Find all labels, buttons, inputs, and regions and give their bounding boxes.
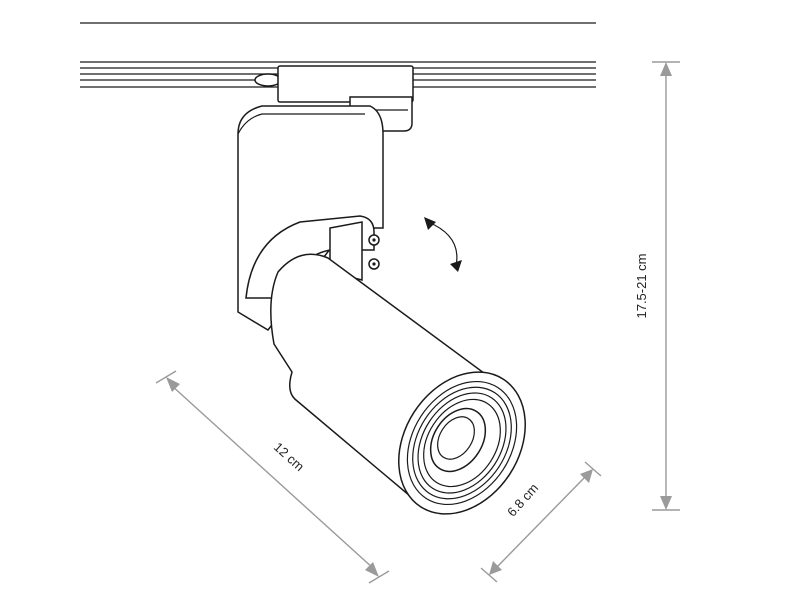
diameter-dimension-label: 6.8 cm: [504, 480, 541, 519]
spot-head: [270, 253, 526, 515]
rotation-arrow-icon: [424, 217, 462, 272]
diameter-dimension-line: [480, 461, 602, 583]
height-dimension-label: 17.5-21 cm: [634, 253, 649, 318]
length-dimension-label: 12 cm: [271, 439, 307, 474]
length-dimension-line: [155, 370, 390, 584]
height-dimension-line: [652, 61, 680, 511]
